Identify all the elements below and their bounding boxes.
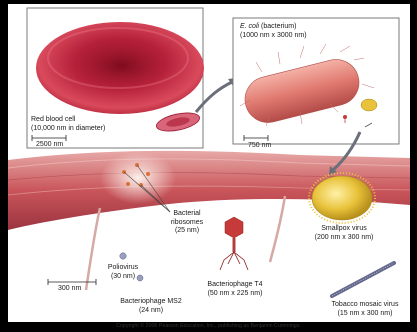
ecoli-label-type: (bacterium)	[259, 23, 296, 30]
t4-label: Bacteriophage T4 (50 nm x 225 nm)	[200, 281, 270, 298]
poliovirus-label-size: (30 nm)	[100, 273, 146, 282]
copyright-notice: Copyright © 2006 Pearson Education, Inc.…	[0, 323, 417, 329]
t4-label-name: Bacteriophage T4	[200, 281, 270, 290]
rbc-scale-label: 2500 nm	[36, 141, 63, 150]
ribosomes-label-line2: ribosomes	[160, 219, 214, 228]
smallpox-label-name: Smallpox virus	[304, 225, 384, 234]
ribosomes-label-line1: Bacterial	[160, 210, 214, 219]
ms2-label-name: Bacteriophage MS2	[116, 298, 186, 307]
poliovirus	[120, 253, 126, 259]
ecoli-scale-label: 750 nm	[248, 142, 271, 151]
red-blood-cell	[36, 22, 204, 114]
tmv-label-name: Tobacco mosaic virus	[322, 301, 408, 310]
ecoli-label-size: (1000 nm x 3000 nm)	[240, 32, 307, 41]
smallpox-label-size: (200 nm x 300 nm)	[304, 234, 384, 243]
main-scale-label: 300 nm	[58, 285, 81, 294]
ribosomes-label: Bacterial ribosomes (25 nm)	[160, 210, 214, 236]
tmv-label: Tobacco mosaic virus (15 nm x 300 nm)	[322, 301, 408, 318]
t4-label-size: (50 nm x 225 nm)	[200, 290, 270, 299]
poliovirus-label: Poliovirus (30 nm)	[100, 264, 146, 281]
ecoli-label-species: E. coli	[240, 23, 259, 30]
rbc-label-size: (10,000 nm in diameter)	[31, 125, 105, 134]
ms2-label-size: (24 nm)	[116, 307, 186, 316]
ribosome-highlight	[100, 152, 176, 204]
rbc-label: Red blood cell (10,000 nm in diameter)	[31, 116, 105, 133]
ribosomes-label-size: (25 nm)	[160, 227, 214, 236]
smallpox-label: Smallpox virus (200 nm x 300 nm)	[304, 225, 384, 242]
rbc-label-name: Red blood cell	[31, 116, 105, 125]
poliovirus-label-name: Poliovirus	[100, 264, 146, 273]
tmv-label-size: (15 nm x 300 nm)	[322, 310, 408, 319]
ecoli-label: E. coli (bacterium) (1000 nm x 3000 nm)	[240, 23, 307, 40]
ms2-label: Bacteriophage MS2 (24 nm)	[116, 298, 186, 315]
